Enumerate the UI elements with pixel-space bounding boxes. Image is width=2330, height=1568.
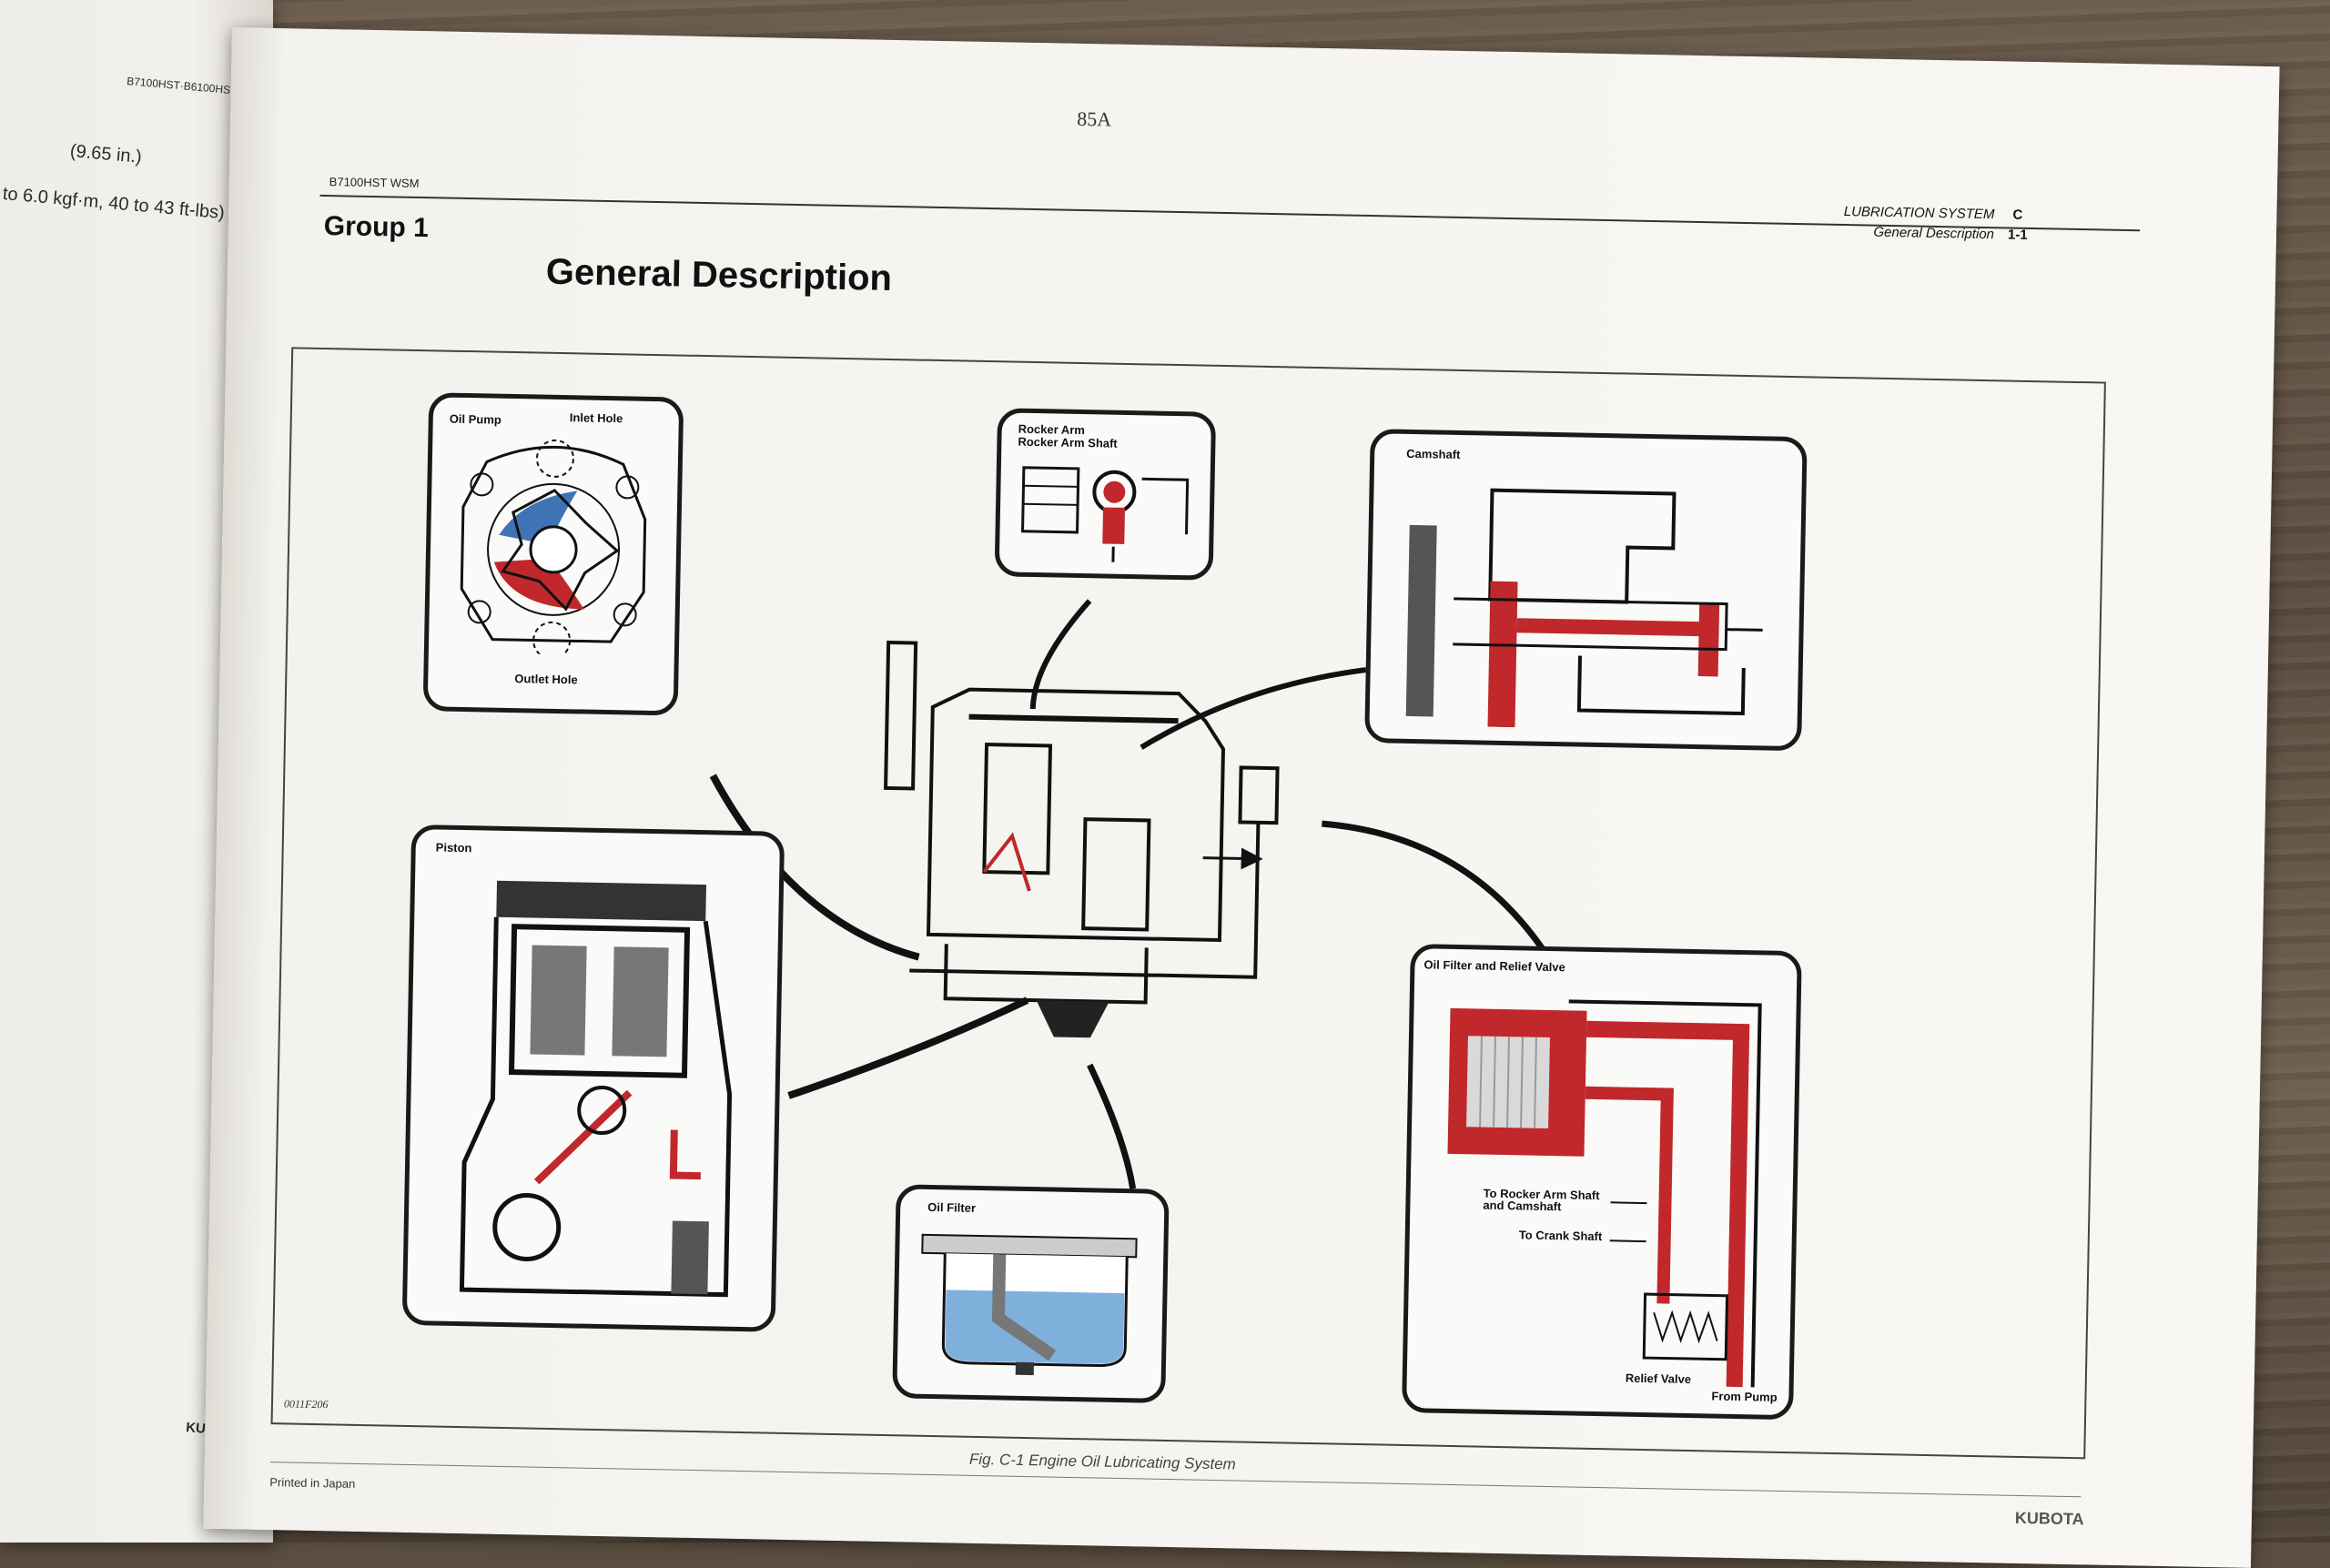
group-label: Group 1 (323, 211, 429, 244)
oil-pump-panel: Oil Pump Inlet Hole Outlet Hole (423, 392, 684, 715)
page-heading: General Description (545, 252, 892, 299)
piston-panel: Piston (402, 824, 785, 1332)
figure-frame: Oil Pump Inlet Hole Outlet Hole Rocker A… (271, 347, 2106, 1459)
rocker-arm-shaft-label: Rocker Arm Shaft (1018, 435, 1118, 450)
outlet-hole-label: Outlet Hole (514, 672, 578, 686)
brand-logo: KUBOTA (2015, 1509, 2084, 1529)
manual-code: B7100HST WSM (329, 175, 420, 190)
oil-filter-panel: Oil Filter (892, 1184, 1169, 1403)
figure-code: 0011F206 (284, 1397, 329, 1411)
rocker-arm-diagram (1013, 450, 1197, 567)
inlet-hole-label: Inlet Hole (570, 410, 623, 425)
printed-note: Printed in Japan (269, 1475, 355, 1491)
oil-pump-diagram (447, 434, 661, 656)
left-page-measure: (9.65 in.) (69, 141, 143, 168)
oil-filter-diagram (916, 1217, 1146, 1385)
page-ref: 1-1 (2008, 227, 2028, 242)
relief-panel-title: Oil Filter and Relief Valve (1423, 957, 1565, 974)
piston-title: Piston (436, 840, 472, 855)
relief-valve-panel: Oil Filter and Relief Valve To Rocker Ar… (1402, 944, 1802, 1420)
subsection: General Description (1812, 223, 1994, 242)
left-page-header: B7100HST·B6100HST (127, 75, 238, 97)
section-letter: C (2012, 207, 2022, 223)
left-page-torque: to 6.0 kgf·m, 40 to 43 ft-lbs) (2, 184, 226, 224)
to-crank-label: To Crank Shaft (1519, 1228, 1603, 1243)
section-title: LUBRICATION SYSTEM (1812, 203, 1994, 222)
oil-filter-title: Oil Filter (927, 1200, 976, 1215)
page-number: 85A (1077, 107, 1111, 132)
right-page: 85A B7100HST WSM Group 1 LUBRICATION SYS… (203, 27, 2279, 1568)
relief-valve-label: Relief Valve (1626, 1371, 1692, 1386)
relief-valve-diagram (1424, 981, 1778, 1397)
piston-diagram (434, 871, 752, 1304)
rocker-arm-panel: Rocker Arm Rocker Arm Shaft (995, 408, 1217, 581)
from-pump-label: From Pump (1711, 1389, 1778, 1403)
camshaft-diagram (1397, 461, 1784, 733)
engine-cross-section (872, 633, 1353, 1061)
figure-caption: Fig. C-1 Engine Oil Lubricating System (969, 1451, 1236, 1474)
camshaft-title: Camshaft (1406, 447, 1461, 461)
camshaft-panel: Camshaft (1364, 429, 1808, 751)
oil-pump-title: Oil Pump (450, 412, 501, 427)
to-rocker-label-2: and Camshaft (1483, 1199, 1561, 1214)
